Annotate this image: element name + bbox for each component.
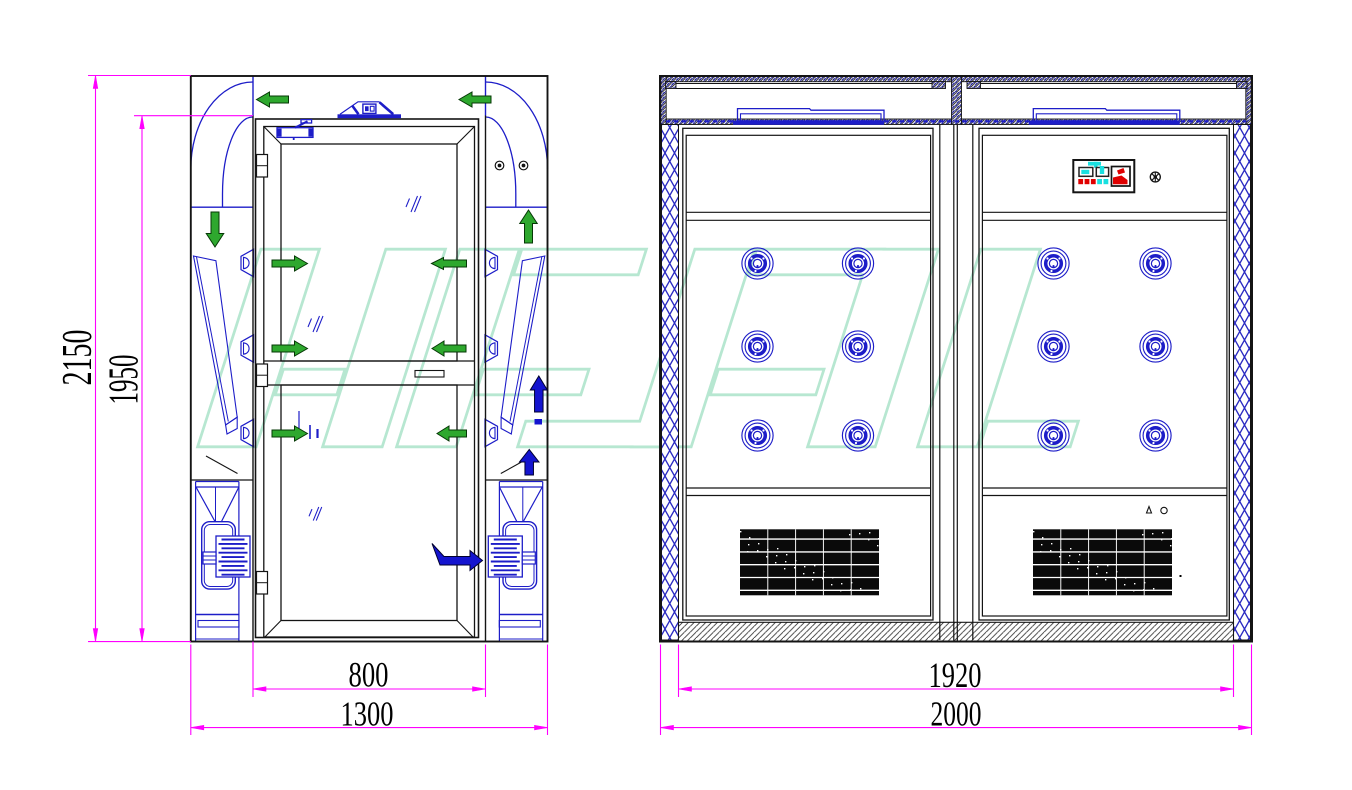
svg-text:2000: 2000 — [931, 695, 982, 734]
svg-text:800: 800 — [349, 655, 389, 695]
svg-text:1300: 1300 — [341, 695, 394, 734]
svg-text:2150: 2150 — [55, 330, 101, 386]
svg-text:1920: 1920 — [929, 655, 982, 695]
svg-text:1950: 1950 — [102, 355, 148, 405]
